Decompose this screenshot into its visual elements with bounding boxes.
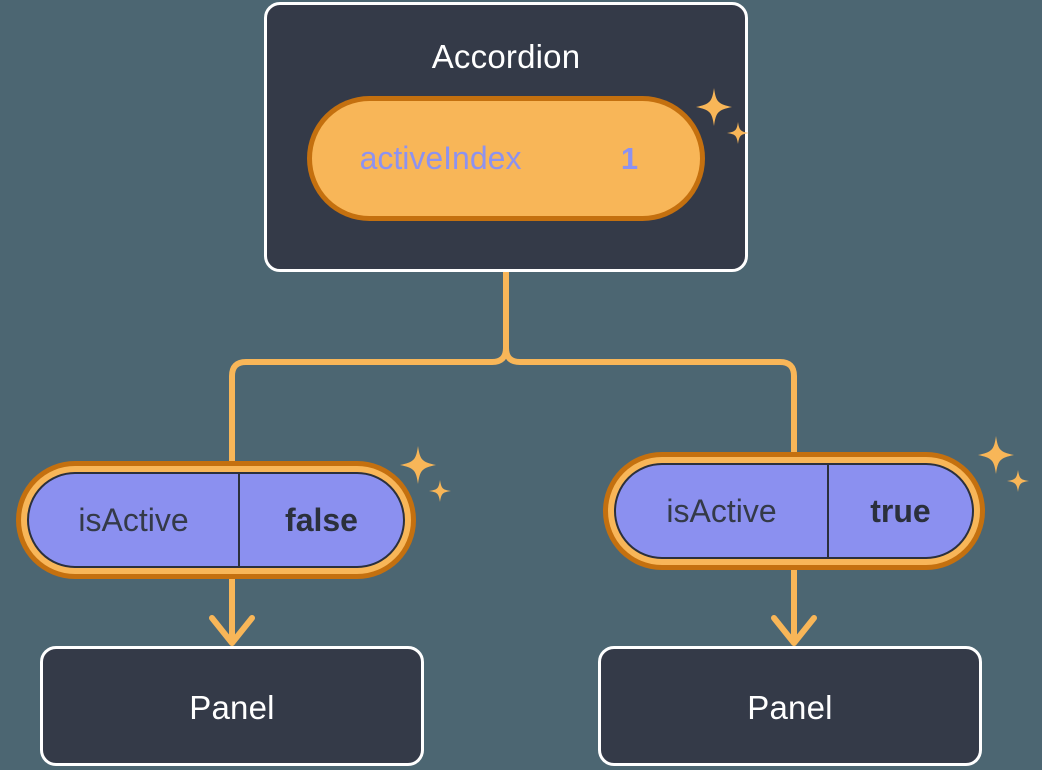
state-pill-isactive-right[interactable]: isActive true xyxy=(603,452,985,570)
state-pill-highlight-ring: activeIndex 1 xyxy=(312,101,700,216)
state-pill-highlight-ring: isActive true xyxy=(608,457,980,565)
state-pill-activeindex[interactable]: activeIndex 1 xyxy=(307,96,705,221)
state-pill-body: activeIndex 1 xyxy=(318,107,694,210)
sparkle-icon xyxy=(978,436,1014,474)
arrow-down-icon xyxy=(771,570,817,646)
sparkle-icon xyxy=(429,480,451,502)
component-node-title: Accordion xyxy=(431,38,581,75)
sparkle-icon-group xyxy=(978,436,1029,492)
component-node-panel-right[interactable]: Panel xyxy=(598,646,982,766)
sparkle-icon xyxy=(1007,470,1029,492)
state-pill-isactive-left[interactable]: isActive false xyxy=(16,461,416,579)
arrow-down-icon xyxy=(209,579,255,646)
state-pill-body: isActive false xyxy=(27,472,405,568)
connector-branch-path xyxy=(503,269,797,455)
state-pill-body: isActive true xyxy=(614,463,974,559)
state-pill-value: 1 xyxy=(620,140,639,176)
component-node-title: Panel xyxy=(189,689,275,726)
component-node-title: Panel xyxy=(747,689,833,726)
state-pill-key: isActive xyxy=(29,474,240,566)
state-pill-highlight-ring: isActive false xyxy=(21,466,411,574)
state-pill-key: isActive xyxy=(616,465,829,557)
sparkle-icon xyxy=(400,446,436,484)
state-pill-value: false xyxy=(285,501,358,538)
state-pill-value: true xyxy=(870,492,931,529)
connector-branch-path xyxy=(229,269,509,466)
component-node-panel-left[interactable]: Panel xyxy=(40,646,424,766)
state-pill-key: activeIndex xyxy=(318,107,565,210)
